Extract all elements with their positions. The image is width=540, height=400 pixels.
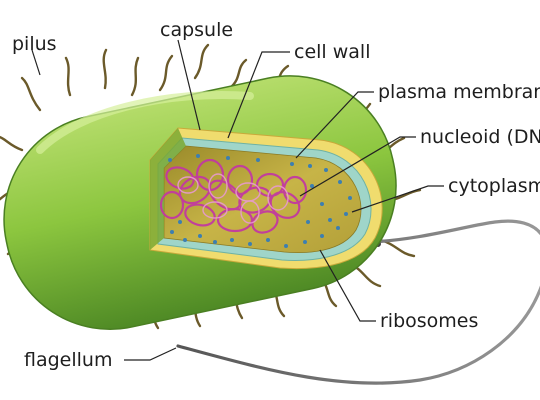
label-nucleoid: nucleoid (DNA) [420, 126, 540, 148]
label-pilus: pilus [12, 33, 57, 55]
label-ribosomes: ribosomes [380, 310, 478, 332]
label-plasma-membrane: plasma membrane [378, 81, 540, 103]
cutaway [149, 127, 383, 270]
label-flagellum: flagellum [24, 349, 112, 371]
flagellum-tail [176, 219, 540, 385]
ribosomes-dots [168, 154, 352, 248]
cytoplasm-layer [163, 145, 362, 253]
label-cytoplasm: cytoplasm [448, 175, 540, 197]
label-cell-wall: cell wall [294, 41, 370, 63]
nucleoid-dna [159, 158, 308, 234]
leader-lines [31, 39, 444, 361]
label-capsule: capsule [160, 19, 233, 41]
